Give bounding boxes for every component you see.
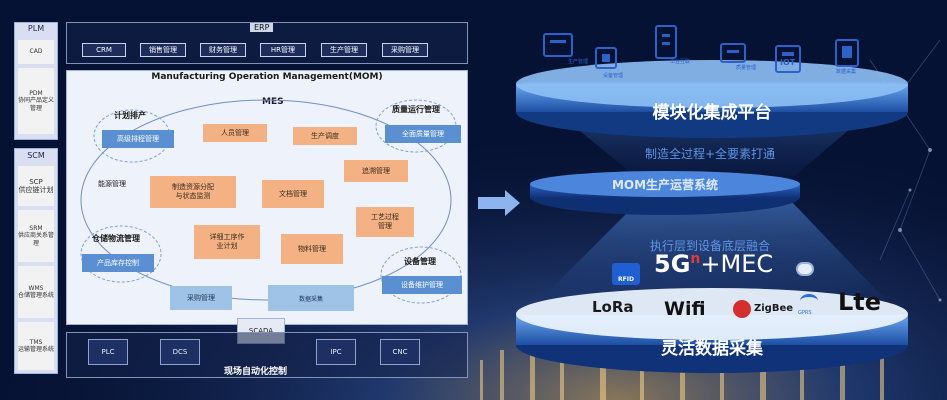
platform-top-title: 模块化集成平台 [652,103,772,123]
rfid-logo: RFID [612,263,640,285]
gprs-icon [800,294,818,308]
group-label-warehouse: 仓储物流管理 [92,234,140,243]
box-data-collect: 数据采集 [268,285,354,311]
fiveg-text: 5G [654,250,691,278]
scm-title: SCM [27,151,45,160]
mes-label: MES [262,97,284,107]
box-personnel: 人员管理 [203,124,267,142]
module-icon-label-2: 设备管理 [603,73,624,79]
box-purchase: 采购管理 [170,286,232,310]
box-aps: 高级排程管理 [102,130,174,148]
box-inventory: 产品库存控制 [82,254,154,272]
module-icon-label-1: 工业互联 [670,59,691,65]
automation-item-dcs: DCS [160,339,200,365]
erp-item-purchase: 采购管理 [382,43,428,57]
automation-item-ipc: IPC [316,339,356,365]
module-icon-label-3: 质量管理 [736,65,757,71]
box-quality-mgmt: 全面质量管理 [385,125,461,143]
platform-bottom-title: 灵活数据采集 [661,339,763,359]
mec-text: +MEC [700,250,774,278]
lora-logo: LoRa [592,298,634,316]
module-icon-label-0: 生产管理 [568,59,589,65]
lte-logo: Lte [838,288,882,316]
rfid-logo-text: RFID [618,276,634,283]
erp-item-finance: 财务管理 [200,43,246,57]
zigbee-icon [733,300,751,318]
platform-top-caption: 制造全过程+全要素打通 [644,147,776,161]
platform-mid-title: MOM生产运营系统 [611,178,719,192]
plm-title: PLM [27,24,45,33]
box-equipment-maint: 设备维护管理 [382,276,462,294]
erp-item-sales: 销售管理 [140,43,186,57]
scm-item-tms: TMS 运输管理系统 [18,322,54,370]
plm-item-cad: CAD [18,40,54,64]
automation-item-cnc: CNC [380,339,420,365]
flow-arrow [478,190,520,216]
box-document: 文档管理 [262,180,324,208]
gprs-logo: GPRS [798,310,812,316]
group-label-plan: 计划排产 [114,111,146,120]
erp-item-production: 生产管理 [321,43,367,57]
erp-item-crm: CRM [82,43,126,57]
zigbee-logo: ZigBee [754,303,794,314]
box-trace: 追溯管理 [344,160,408,182]
scm-item-wms: WMS 仓储管理系统 [18,266,54,318]
camera-icon [796,262,814,276]
box-energy: 能源管理 [98,180,126,188]
module-icon-label-5: 数据采集 [836,69,857,75]
box-material: 物料管理 [281,234,343,264]
box-operation-plan: 详细工序作 业计划 [194,225,260,259]
wifi-logo: Wifi [664,298,706,320]
group-label-quality: 质量运行管理 [392,105,440,114]
group-label-equipment: 设备管理 [404,257,436,266]
erp-title: ERP [250,23,274,32]
scm-item-scp: SCP 供应链计划 [18,166,54,206]
fiveg-superscript: n [690,251,701,267]
erp-item-hr: HR管理 [260,43,306,57]
automation-item-plc: PLC [88,339,128,365]
plm-item-pdm: PDM 协同产品定义管理 [18,68,54,134]
mom-title: Manufacturing Operation Management(MOM) [151,72,383,82]
box-scheduling: 生产调度 [293,127,357,145]
module-icon-label-4: IOT [780,58,796,67]
scm-item-srm: SRM 供应商关系管理 [18,210,54,262]
box-process: 工艺过程 管理 [356,207,414,237]
platform-bottom-caption: 执行层到设备底层融合 [649,239,770,253]
automation-title: 现场自动化控制 [224,367,288,377]
fiveg-mec-logo: 5Gn+MEC [654,250,773,278]
module-icons [543,25,859,73]
box-resource: 制造资源分配 与状态监测 [150,176,236,208]
